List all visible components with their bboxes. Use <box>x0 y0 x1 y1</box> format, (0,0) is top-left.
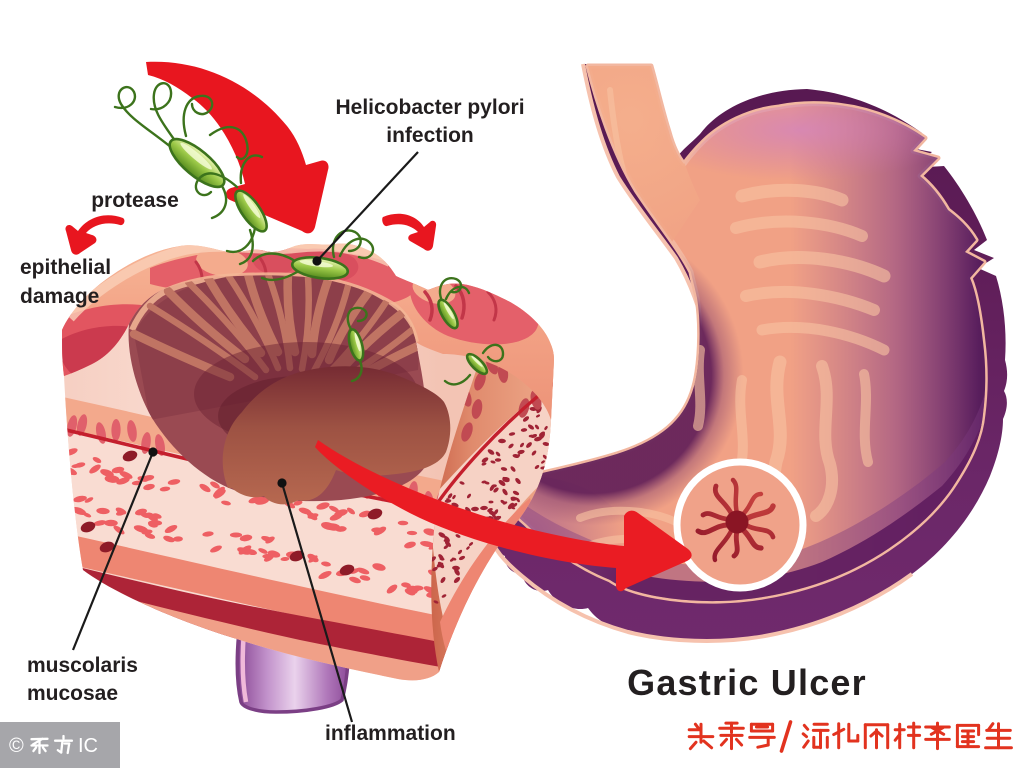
svg-text:muscolaris: muscolaris <box>27 654 138 677</box>
svg-text:Gastric Ulcer: Gastric Ulcer <box>627 662 867 703</box>
svg-text:damage: damage <box>20 285 99 308</box>
svg-text:Helicobacter pylori: Helicobacter pylori <box>335 96 524 119</box>
svg-text:inflammation: inflammation <box>325 722 456 745</box>
svg-text:protease: protease <box>91 189 179 212</box>
svg-text:infection: infection <box>386 124 474 147</box>
svg-text:epithelial: epithelial <box>20 256 111 279</box>
svg-text:IC: IC <box>78 735 98 757</box>
svg-text:mucosae: mucosae <box>27 682 118 705</box>
svg-text:©: © <box>9 735 24 757</box>
